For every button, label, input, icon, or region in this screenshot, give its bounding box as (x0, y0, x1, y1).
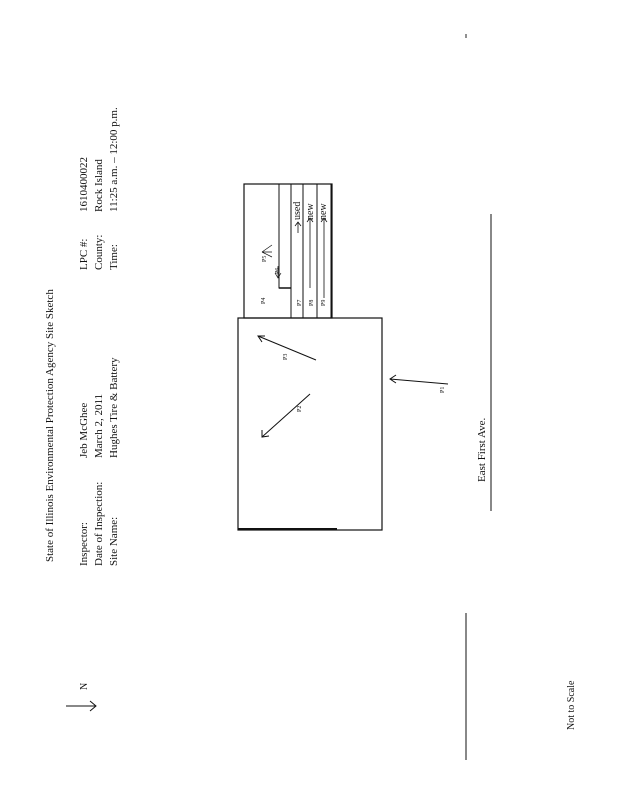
arrow-fan-icon (261, 244, 273, 258)
storage-bay-4 (316, 183, 332, 319)
street-label: East First Ave. (476, 417, 488, 482)
arrow-head-icon (389, 374, 397, 384)
storage-label-new-1: new (305, 203, 316, 220)
photo-label-p9: P9 (321, 299, 327, 306)
arrow-head-icon (261, 430, 270, 438)
scale-note: Not to Scale (566, 680, 577, 730)
main-building (237, 317, 383, 531)
p2-arrow-line (261, 393, 311, 438)
photo-label-p3: P3 (283, 353, 289, 360)
arrow-up-icon (320, 217, 328, 223)
photo-label-p6: P6 (275, 267, 281, 274)
storage-label-used: used (292, 201, 303, 220)
photo-label-p4: P4 (261, 297, 267, 304)
p1-arrow-line (389, 378, 449, 385)
p3-arrow-line (257, 335, 317, 361)
photo-label-p8: P8 (309, 299, 315, 306)
storage-label-new-2: new (318, 203, 329, 220)
photo-label-p2: P2 (297, 405, 303, 412)
arrow-up-icon (306, 217, 314, 223)
north-arrow-icon (89, 700, 97, 712)
photo-label-p1: P1 (440, 386, 446, 393)
photo-label-p7: P7 (297, 299, 303, 306)
arrow-head-icon (257, 335, 265, 343)
north-label: N (79, 682, 90, 690)
arrow-up-icon (294, 221, 302, 233)
arrow-down-icon (274, 266, 282, 279)
photo-label-p5: P5 (262, 255, 268, 262)
